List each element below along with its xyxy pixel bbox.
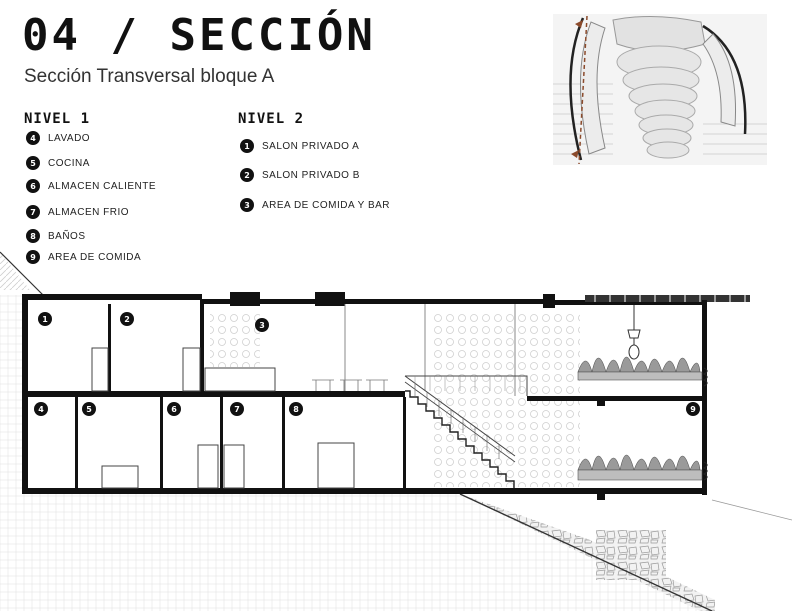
planters-upper bbox=[577, 356, 703, 381]
staircase bbox=[404, 375, 528, 488]
legend-item-almacen-frio: 7 ALMACEN FRIO bbox=[26, 205, 129, 219]
room-tag-6: 6 bbox=[167, 402, 181, 416]
pergola-roof bbox=[585, 295, 750, 302]
slab-beam-lower bbox=[597, 488, 605, 500]
bar-stools bbox=[312, 379, 388, 391]
vine-coils bbox=[702, 367, 708, 481]
legend-label: COCINA bbox=[48, 157, 90, 169]
partition-8-stair bbox=[403, 397, 406, 488]
key-plan-left-arc bbox=[569, 17, 585, 161]
section-cut-arrow-top bbox=[575, 20, 583, 28]
number-badge-9: 9 bbox=[26, 250, 40, 264]
section-cut-arrow-bottom bbox=[571, 150, 579, 158]
number-badge-1: 1 bbox=[240, 139, 254, 153]
stone-wall-block bbox=[596, 530, 666, 580]
number-badge-7: 7 bbox=[26, 205, 40, 219]
ground-fill-bottom bbox=[22, 494, 720, 611]
key-plan-thumbnail bbox=[553, 14, 767, 165]
legend-item-salon-privado-b: 2 SALON PRIVADO B bbox=[240, 168, 360, 182]
room-tag-9: 9 bbox=[686, 402, 700, 416]
legend-label: SALON PRIVADO A bbox=[262, 140, 360, 152]
key-plan-ringed-block bbox=[616, 45, 702, 159]
terrain-left-slope bbox=[0, 252, 30, 290]
planters-lower bbox=[577, 454, 703, 481]
number-badge-5: 5 bbox=[26, 156, 40, 170]
room-tag-3: 3 bbox=[255, 318, 269, 332]
legend-label: ALMACEN CALIENTE bbox=[48, 180, 157, 192]
page-title: 04 / SECCIÓN bbox=[22, 10, 376, 61]
number-badge-6: 6 bbox=[26, 179, 40, 193]
number-badge-4: 4 bbox=[26, 131, 40, 145]
terrain-edge-line bbox=[0, 251, 47, 299]
terrain-right-line bbox=[711, 499, 792, 521]
pendant-lamp bbox=[627, 305, 641, 360]
roof-parapet-a bbox=[230, 292, 260, 306]
floor-slab-terrace bbox=[527, 396, 707, 401]
terrain-slope-line bbox=[459, 493, 713, 611]
roof-slab-mid bbox=[202, 299, 547, 304]
room-tag-5: 5 bbox=[82, 402, 96, 416]
legend-item-almacen-caliente: 6 ALMACEN CALIENTE bbox=[26, 179, 156, 193]
key-plan-right-arc bbox=[702, 24, 747, 135]
room-tag-1: 1 bbox=[38, 312, 52, 326]
legend-item-salon-privado-a: 1 SALON PRIVADO A bbox=[240, 139, 359, 153]
legend-item-area-de-comida: 9 AREA DE COMIDA bbox=[26, 250, 141, 264]
legend-item-area-de-comida-y-bar: 3 AREA DE COMIDA Y BAR bbox=[240, 198, 390, 212]
floor-slab-level1 bbox=[22, 488, 707, 494]
key-plan-block-a bbox=[580, 21, 606, 155]
legend-item-cocina: 5 COCINA bbox=[26, 156, 90, 170]
floor-slab-level2 bbox=[22, 391, 405, 397]
legend-label: AREA DE COMIDA Y BAR bbox=[262, 199, 391, 211]
roof-slab-right bbox=[547, 300, 707, 305]
section-cut-line bbox=[578, 15, 588, 165]
legend-label: BAÑOS bbox=[48, 230, 86, 242]
room-tag-8: 8 bbox=[289, 402, 303, 416]
slab-beam-upper bbox=[597, 396, 605, 406]
lattice-screen-small bbox=[210, 312, 260, 367]
partition-5-6 bbox=[160, 397, 163, 488]
level-2-heading: NIVEL 2 bbox=[238, 111, 305, 127]
partition-7-8 bbox=[282, 397, 285, 488]
page-subtitle: Sección Transversal bloque A bbox=[24, 66, 275, 87]
cross-section-drawing bbox=[0, 251, 792, 611]
number-badge-3: 3 bbox=[240, 198, 254, 212]
legend-item-lavado: 4 LAVADO bbox=[26, 131, 90, 145]
room-tag-2: 2 bbox=[120, 312, 134, 326]
doors bbox=[91, 347, 355, 489]
legend-label: ALMACEN FRIO bbox=[48, 206, 130, 218]
pergola-slats bbox=[594, 295, 746, 302]
number-badge-2: 2 bbox=[240, 168, 254, 182]
legend-item-banos: 8 BAÑOS bbox=[26, 229, 86, 243]
partition-salon-b-bar bbox=[200, 300, 204, 392]
number-badge-8: 8 bbox=[26, 229, 40, 243]
legend-label: LAVADO bbox=[48, 132, 91, 144]
room-tag-7: 7 bbox=[230, 402, 244, 416]
partition-4-5 bbox=[75, 397, 78, 488]
ground-fill-left bbox=[0, 295, 22, 611]
roof-parapet-b bbox=[315, 292, 345, 306]
bar-counter bbox=[204, 367, 276, 392]
roof-slab-left bbox=[22, 294, 202, 300]
level-1-heading: NIVEL 1 bbox=[24, 111, 91, 127]
key-plan-block-b bbox=[702, 33, 736, 127]
room-tag-4: 4 bbox=[34, 402, 48, 416]
partition-salon-a-b bbox=[108, 304, 111, 392]
legend-label: SALON PRIVADO B bbox=[262, 169, 360, 181]
legend-label: AREA DE COMIDA bbox=[48, 251, 142, 263]
partition-6-7 bbox=[220, 397, 223, 488]
